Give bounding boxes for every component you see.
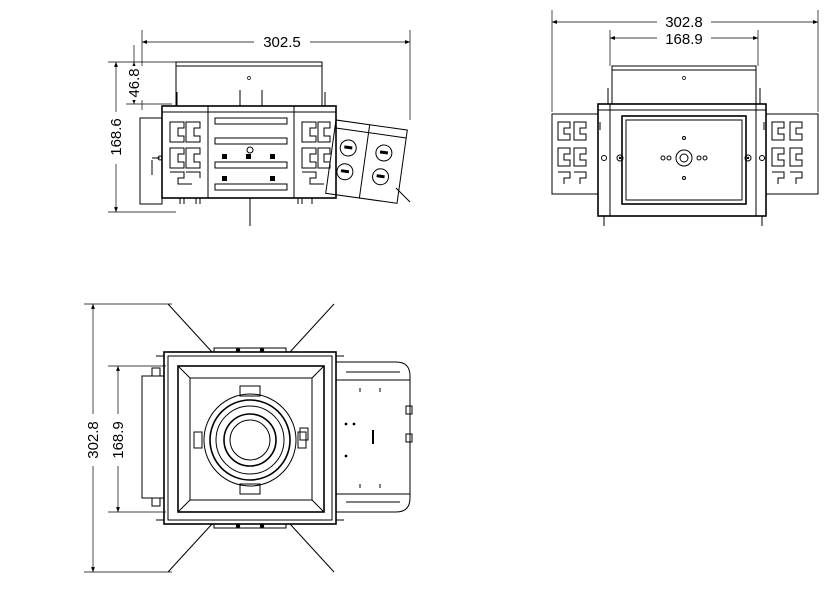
front-outer-width-label: 302.8 <box>665 14 703 31</box>
plan-junction-box <box>336 361 413 513</box>
side-junction-box <box>325 119 408 204</box>
side-top-height-label: 46.8 <box>126 68 143 97</box>
plan-inner-height-dimension: 168.9 <box>108 365 166 513</box>
front-inner-width-label: 168.9 <box>665 31 703 48</box>
side-view: 302.5 168.6 46.8 <box>106 30 411 226</box>
front-view: 302.8 168.9 <box>551 10 819 226</box>
side-height-label: 168.6 <box>108 118 125 156</box>
side-width-dimension: 302.5 <box>141 30 411 120</box>
side-height-dimension: 168.6 <box>106 61 176 213</box>
side-width-label: 302.5 <box>263 34 301 51</box>
plan-inner-height-label: 168.9 <box>110 421 127 459</box>
plan-outer-height-label: 302.8 <box>85 421 102 459</box>
front-outer-width-dimension: 302.8 <box>551 10 819 112</box>
front-inner-width-dimension: 168.9 <box>609 30 759 66</box>
side-top-height-dimension: 46.8 <box>124 45 172 105</box>
plan-view: 302.8 168.9 <box>83 303 413 573</box>
plan-outer-height-dimension: 302.8 <box>83 303 172 573</box>
